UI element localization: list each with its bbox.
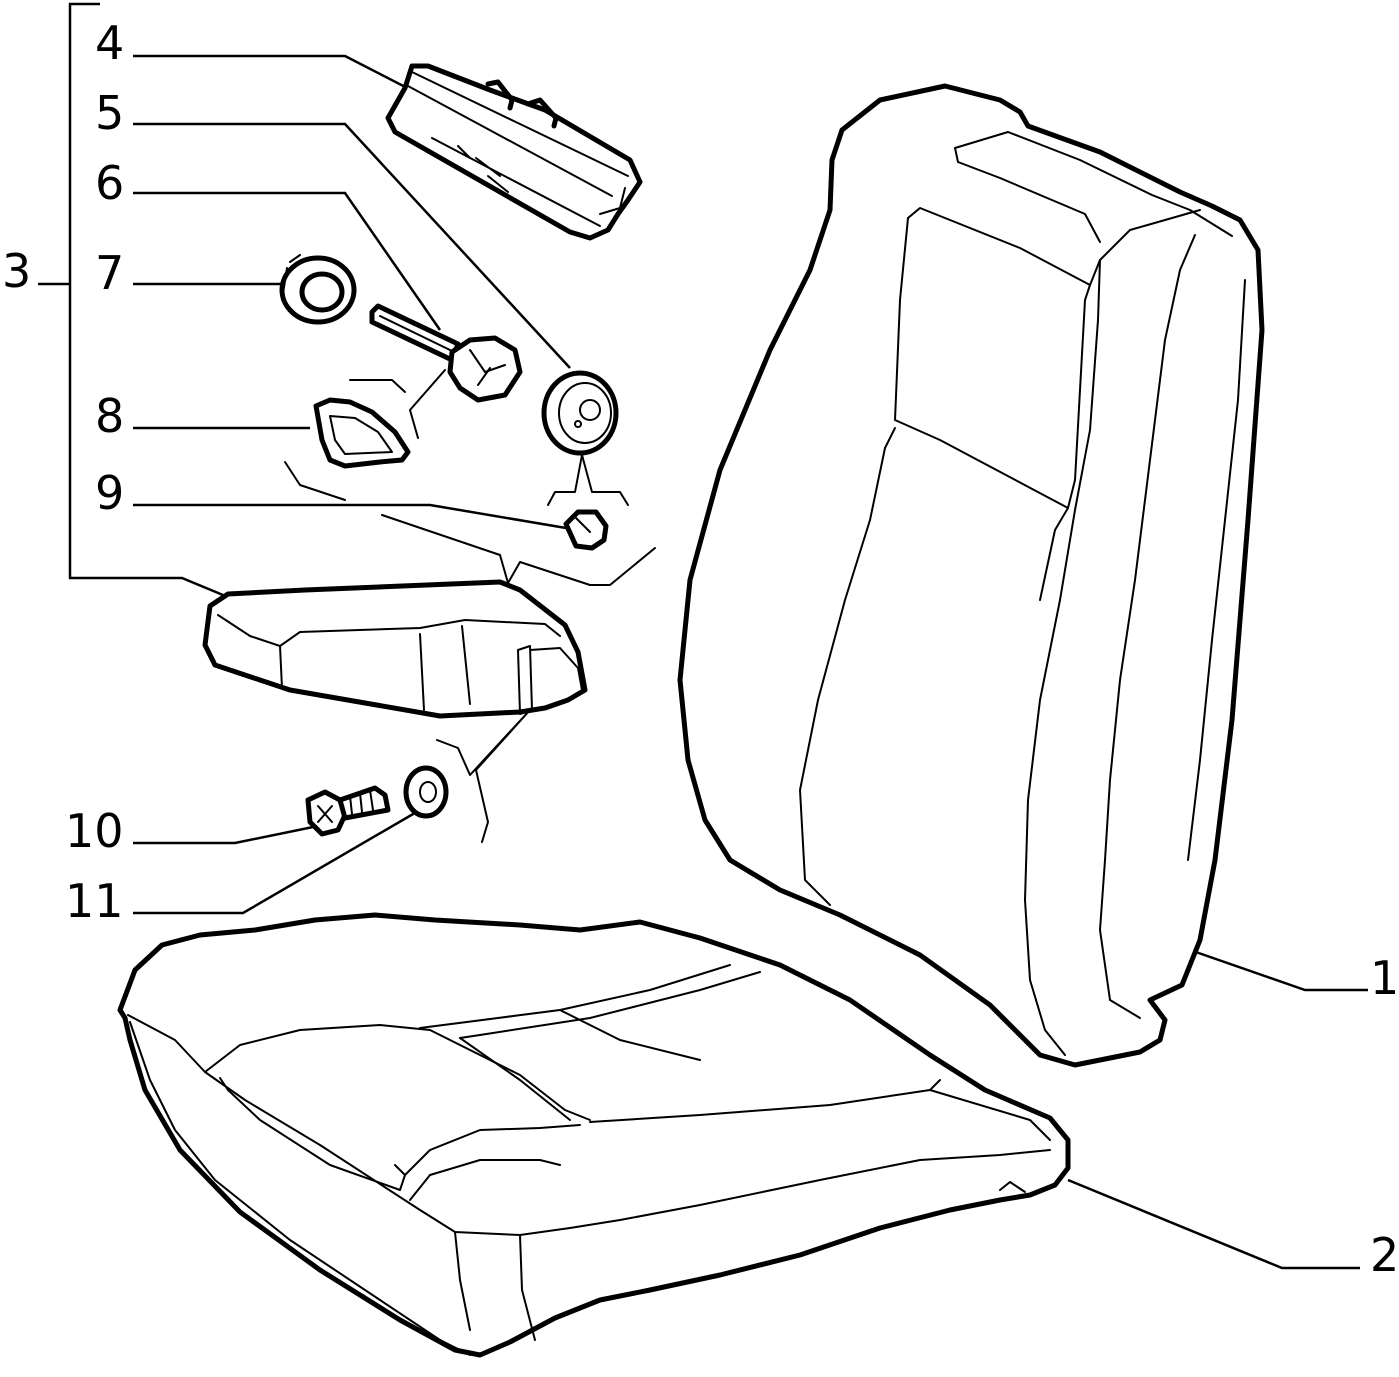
part-5-knob — [541, 370, 619, 456]
callout-3: 3 — [2, 244, 32, 298]
leader-9 — [133, 503, 567, 530]
leader-4 — [133, 54, 416, 94]
leader-1 — [1189, 948, 1368, 992]
bracket-3 — [68, 2, 236, 602]
callout-8: 8 — [95, 389, 125, 443]
leader-2 — [1067, 1178, 1360, 1270]
part-2-cushion — [117, 912, 1071, 1358]
leader-6 — [133, 191, 442, 331]
callout-4: 4 — [95, 16, 125, 70]
leader-5 — [133, 122, 571, 369]
callout-7: 7 — [95, 246, 125, 300]
part-10-screw — [305, 785, 391, 837]
assembly-lines-knob — [547, 454, 629, 506]
leader-lines — [38, 2, 1368, 1270]
assembly-lines-lower — [436, 709, 531, 843]
callout-11: 11 — [65, 874, 124, 928]
part-11-washer — [403, 765, 449, 819]
part-6-pin — [369, 303, 523, 403]
callout-10: 10 — [65, 804, 124, 858]
part-9-plug — [563, 509, 609, 551]
callout-9: 9 — [95, 466, 125, 520]
callout-1: 1 — [1370, 951, 1399, 1005]
part-8-dring — [313, 397, 411, 469]
part-1-backrest — [677, 83, 1265, 1068]
callout-5: 5 — [95, 86, 125, 140]
leader-11 — [133, 808, 421, 915]
part-4-cover — [385, 63, 643, 241]
part-7-bushing — [279, 254, 357, 325]
callout-2: 2 — [1370, 1228, 1399, 1282]
callout-6: 6 — [95, 156, 125, 210]
assembly-lines-upper — [284, 369, 656, 586]
part-3-armrest — [202, 579, 588, 719]
leader-10 — [133, 824, 319, 845]
